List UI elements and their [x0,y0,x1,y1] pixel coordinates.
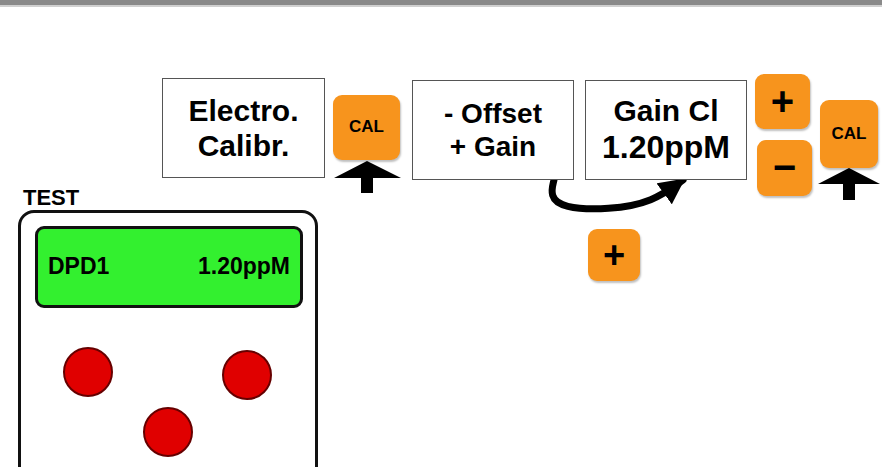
curved-arrow [552,180,683,209]
lcd-display: DPD1 1.20ppM [35,226,303,308]
node-text: Electro. Calibr. [188,93,298,164]
node-text: + Gain [450,130,536,163]
node-text: Gain Cl [613,93,718,128]
test-device: TESTDPD11.20ppM [18,210,318,467]
up-arrow [334,161,401,193]
menu-box: - Offset+ Gain [412,80,574,180]
node-text: - Offset [444,97,542,130]
up-arrow [818,168,880,200]
cal-button: CAL [333,95,400,160]
cal-button: CAL [820,100,878,168]
node-text: + [771,78,794,125]
top-bar-shade [0,5,882,7]
plus-button: + [588,229,640,281]
menu-box: Electro. Calibr. [162,78,325,178]
node-text: CAL [349,117,384,137]
plus-button: + [755,74,810,129]
device-button [64,348,271,456]
node-text: CAL [832,124,867,144]
node-text: 1.20ppM [602,129,730,167]
node-text: − [773,144,796,191]
node-text: + [603,233,625,278]
device-heading: TEST [23,185,79,211]
minus-button: − [757,140,812,196]
node-text: 1.20ppM [198,253,290,280]
top-bar [0,0,882,5]
menu-box: Gain Cl1.20ppM [585,80,747,180]
node-text: DPD1 [48,253,109,280]
